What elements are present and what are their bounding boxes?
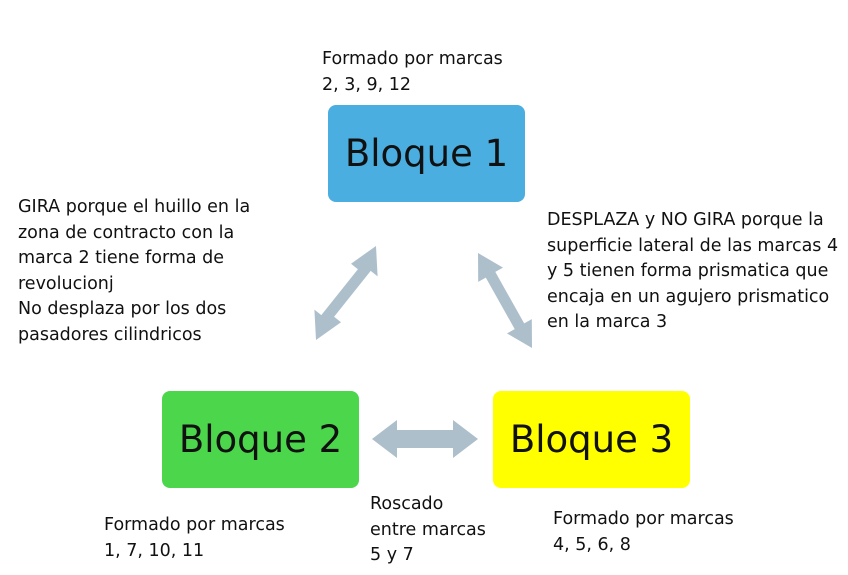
block-3: Bloque 3 <box>493 391 690 488</box>
block-2: Bloque 2 <box>162 391 359 488</box>
block-3-label: Bloque 3 <box>509 418 674 461</box>
arrow-block1-block3 <box>478 253 532 348</box>
joint-1-2-note: GIRA porque el huillo en la zona de cont… <box>18 197 251 345</box>
block-1-label: Bloque 1 <box>344 132 509 175</box>
block-1: Bloque 1 <box>328 105 525 202</box>
arrow-block2-block3 <box>372 420 478 458</box>
joint-2-3-note: Roscado entre marcas 5 y 7 <box>370 494 486 565</box>
joint-1-3-note: DESPLAZA y NO GIRA porque la superficie … <box>547 210 839 332</box>
arrow-block1-block2 <box>314 246 378 340</box>
block-2-label: Bloque 2 <box>178 418 343 461</box>
block-3-marks-note: Formado por marcas 4, 5, 6, 8 <box>553 509 734 555</box>
block-2-marks-note: Formado por marcas 1, 7, 10, 11 <box>104 515 285 561</box>
block-1-marks-note: Formado por marcas 2, 3, 9, 12 <box>322 49 503 95</box>
